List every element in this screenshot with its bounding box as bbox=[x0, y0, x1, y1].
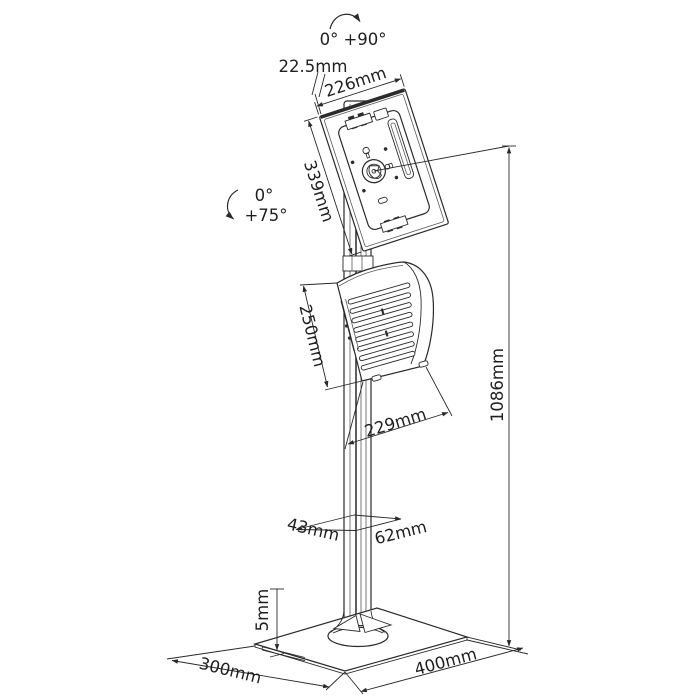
cable-slot bbox=[387, 118, 415, 180]
rotation-label-side-start: 0° bbox=[255, 186, 274, 205]
cable-groove bbox=[261, 646, 306, 662]
holder-clamp bbox=[342, 255, 374, 272]
tilt-arrow-icon bbox=[225, 189, 239, 220]
holder-bracket bbox=[340, 298, 359, 352]
dimension-label-enclosure-height: 339mm bbox=[300, 158, 338, 224]
rotate-clockwise-icon bbox=[329, 13, 361, 30]
brochure-holder bbox=[336, 261, 435, 382]
dimension-label-base-depth: 300mm bbox=[197, 654, 263, 688]
dimension-label-holder-width: 229mm bbox=[362, 404, 428, 441]
rotation-arrow-side: 0° +75° bbox=[225, 186, 288, 225]
rotation-arrow-top: 0° +90° bbox=[320, 13, 387, 49]
release-slot bbox=[377, 196, 388, 204]
pole-foot bbox=[327, 610, 393, 648]
dim-base-thickness: 5mm bbox=[253, 588, 285, 658]
dimension-label-enclosure-depth: 22.5mm bbox=[279, 57, 348, 76]
dimension-label-total-height: 1086mm bbox=[488, 348, 507, 422]
tablet-enclosure: 226mm 339mm bbox=[300, 63, 449, 257]
dim-enclosure-depth: 22.5mm bbox=[279, 57, 348, 115]
dimension-label-base-thickness: 5mm bbox=[253, 589, 272, 632]
louvre-slots bbox=[347, 282, 416, 371]
rotation-label-top-start: 0° bbox=[320, 30, 339, 49]
keyhole-icon bbox=[362, 146, 371, 159]
dimension-label-pole-depth: 43mm bbox=[285, 514, 341, 544]
dimension-label-pole-width: 62mm bbox=[373, 517, 429, 548]
bottom-clamp bbox=[379, 215, 409, 233]
dimension-label-holder-height: 250mm bbox=[295, 302, 329, 368]
rotation-label-side-end: +75° bbox=[244, 206, 287, 225]
rotation-label-top-end: +90° bbox=[343, 30, 386, 49]
